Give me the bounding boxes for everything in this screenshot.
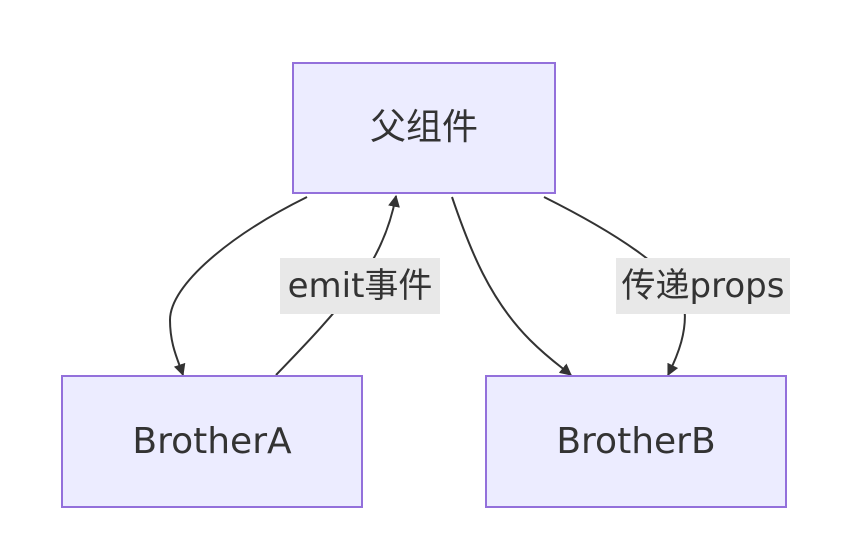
node-brother-b[interactable]: BrotherB <box>485 375 787 508</box>
edge-label-emit: emit事件 <box>280 258 440 314</box>
edge-parent-to-brother-a <box>168 196 308 377</box>
node-parent-component[interactable]: 父组件 <box>292 62 556 194</box>
node-brother-b-label: BrotherB <box>556 420 716 462</box>
node-brother-a[interactable]: BrotherA <box>61 375 363 508</box>
node-brother-a-label: BrotherA <box>132 420 292 462</box>
edge-label-props: 传递props <box>616 258 790 314</box>
node-parent-label: 父组件 <box>369 107 478 148</box>
edge-parent-to-brother-b <box>451 196 572 376</box>
edge-label-emit-text: emit事件 <box>287 266 433 306</box>
edge-label-props-text: 传递props <box>621 266 785 306</box>
